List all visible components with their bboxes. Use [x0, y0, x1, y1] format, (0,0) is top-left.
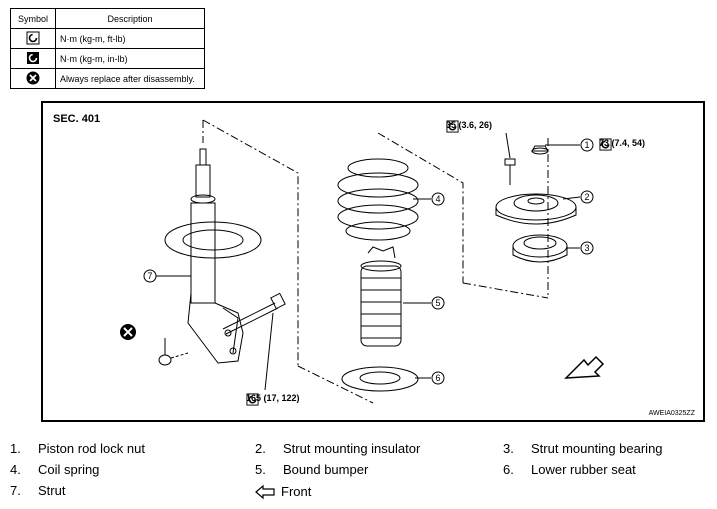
callout-7: 7 — [143, 269, 157, 283]
front-label: Front — [281, 484, 312, 499]
callout-2: 2 — [580, 190, 594, 204]
torque-icon — [246, 393, 259, 406]
torque-ftlb-icon — [26, 31, 40, 44]
strut-part — [164, 148, 262, 364]
replace-icon — [120, 324, 136, 340]
torque-callout-bolt: 35 (3.6, 26) — [446, 120, 493, 133]
list-item: 1.Piston rod lock nut — [10, 441, 145, 456]
strut-mounting-insulator-part — [495, 193, 577, 225]
svg-text:5: 5 — [435, 298, 440, 308]
callout-4: 4 — [431, 192, 445, 206]
callout-3: 3 — [580, 241, 594, 255]
lower-nut-part — [158, 352, 189, 366]
torque-value-nut: 73 (7.4, 54) — [599, 138, 646, 148]
list-item: 5.Bound bumper — [255, 462, 369, 477]
front-arrow-icon — [564, 355, 605, 379]
list-item: 3.Strut mounting bearing — [503, 441, 663, 456]
svg-text:3: 3 — [584, 243, 589, 253]
torque-callout-nut: 73 (7.4, 54) — [599, 138, 646, 151]
svg-text:7: 7 — [147, 271, 152, 281]
section-label: SEC. 401 — [53, 113, 101, 125]
legend-row-ftlb: N·m (kg-m, ft-lb) — [55, 28, 205, 49]
mounting-bolt-part — [504, 158, 516, 185]
coil-spring-part — [337, 158, 419, 241]
callout-6: 6 — [431, 371, 445, 385]
torque-inlb-icon — [27, 51, 39, 64]
front-indicator: Front — [255, 484, 311, 499]
strut-bolt-part — [222, 292, 286, 335]
bound-bumper-part — [360, 246, 402, 347]
legend-row-replace: Always replace after disassembly. — [55, 68, 205, 89]
symbol-legend-table: Symbol Description N·m (kg-m, ft-lb) N·m… — [10, 8, 205, 89]
torque-value-bolt: 35 (3.6, 26) — [446, 120, 493, 130]
list-item: 2.Strut mounting insulator — [255, 441, 421, 456]
replace-icon — [26, 71, 40, 84]
diagram-drawing: 1 2 3 4 5 6 7 — [120, 119, 605, 404]
piston-rod-lock-nut-part — [531, 145, 549, 155]
legend-header-description: Description — [55, 8, 205, 29]
torque-callout-strut-bolt: 165 (17, 122) — [246, 393, 300, 406]
svg-text:2: 2 — [584, 192, 589, 202]
svg-text:6: 6 — [435, 373, 440, 383]
torque-icon — [446, 120, 459, 133]
callout-5: 5 — [431, 296, 445, 310]
torque-value-strut-bolt: 165 (17, 122) — [246, 393, 300, 403]
svg-text:4: 4 — [435, 194, 440, 204]
list-item: 7.Strut — [10, 483, 66, 498]
legend-header-symbol: Symbol — [10, 8, 56, 29]
list-item: 4.Coil spring — [10, 462, 100, 477]
lower-rubber-seat-part — [341, 366, 419, 392]
torque-icon — [599, 138, 612, 151]
callout-1: 1 — [580, 138, 594, 152]
list-item: 6.Lower rubber seat — [503, 462, 636, 477]
front-arrow-icon — [255, 484, 275, 499]
svg-text:1: 1 — [584, 140, 589, 150]
legend-row-inlb: N·m (kg-m, in-lb) — [55, 48, 205, 69]
exploded-view-diagram: 1 2 3 4 5 6 7 SEC. 401 35 (3.6, 26) 73 (… — [41, 101, 705, 422]
figure-id: AWEIA0325ZZ — [648, 410, 695, 417]
strut-mounting-bearing-part — [512, 234, 568, 263]
